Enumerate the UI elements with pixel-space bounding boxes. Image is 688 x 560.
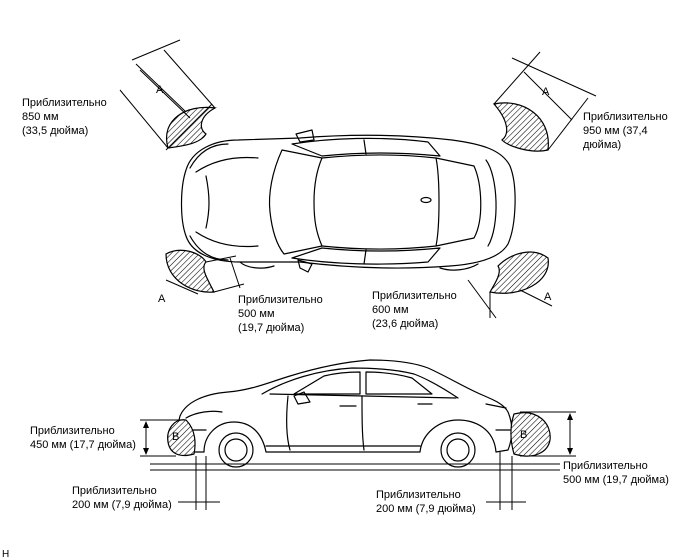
label-line: 850 мм — [22, 111, 59, 123]
label-line: 200 мм (7,9 дюйма) — [72, 499, 172, 511]
detection-area-rear-right — [489, 251, 549, 294]
label-line: 500 мм — [238, 308, 275, 320]
label-line: (33,5 дюйма) — [22, 125, 89, 137]
label-line: Приблизительно — [238, 294, 323, 306]
wheels-side-view — [218, 432, 476, 468]
tag-a-front-right: A — [542, 86, 550, 98]
label-line: Приблизительно — [22, 97, 107, 109]
label-rear-left-top: Приблизительно 500 мм (19,7 дюйма) — [238, 293, 323, 335]
label-line: Приблизительно — [583, 111, 668, 123]
label-line: дюйма) — [583, 139, 622, 151]
label-line: (23,6 дюйма) — [372, 318, 439, 330]
label-line: Приблизительно — [30, 425, 115, 437]
label-line: (19,7 дюйма) — [238, 322, 305, 334]
label-rear-right-top: Приблизительно 600 мм (23,6 дюйма) — [372, 289, 457, 331]
ground-lines — [150, 463, 560, 471]
detection-area-front-right — [492, 102, 549, 152]
dimension-lines-side — [140, 411, 576, 510]
tag-b-side-front: B — [172, 431, 179, 443]
label-side-rear-height: Приблизительно 500 мм (19,7 дюйма) — [563, 459, 669, 487]
label-line: 450 мм (17,7 дюйма) — [30, 439, 136, 451]
label-line: Приблизительно — [72, 485, 157, 497]
label-line: Приблизительно — [563, 460, 648, 472]
tag-b-side-rear: B — [520, 429, 527, 441]
label-front-left-top: Приблизительно 850 мм (33,5 дюйма) — [22, 96, 107, 138]
label-line: Приблизительно — [376, 489, 461, 501]
label-side-front-distance: Приблизительно 200 мм (7,9 дюйма) — [72, 484, 172, 512]
detection-area-side-front — [167, 419, 196, 457]
label-front-right-top: Приблизительно 950 мм (37,4 дюйма) — [583, 110, 668, 152]
tag-a-rear-right: A — [544, 291, 552, 303]
label-line: 200 мм (7,9 дюйма) — [376, 503, 476, 515]
corner-mark: H — [2, 549, 9, 560]
label-line: Приблизительно — [372, 290, 457, 302]
tag-a-front-left: A — [156, 84, 164, 96]
label-line: 500 мм (19,7 дюйма) — [563, 474, 669, 486]
label-line: 600 мм — [372, 304, 409, 316]
detection-area-front-left — [165, 103, 217, 151]
label-side-rear-distance: Приблизительно 200 мм (7,9 дюйма) — [376, 488, 476, 516]
dimension-arrows — [143, 413, 573, 455]
detection-area-side-rear — [510, 412, 551, 457]
car-top-view — [180, 129, 516, 273]
car-side-view — [177, 359, 513, 453]
dimension-lines-top — [119, 39, 597, 319]
detection-area-rear-left — [165, 249, 215, 293]
label-side-front-height: Приблизительно 450 мм (17,7 дюйма) — [30, 424, 136, 452]
tag-a-rear-left: A — [158, 293, 166, 305]
label-line: 950 мм (37,4 — [583, 125, 648, 137]
